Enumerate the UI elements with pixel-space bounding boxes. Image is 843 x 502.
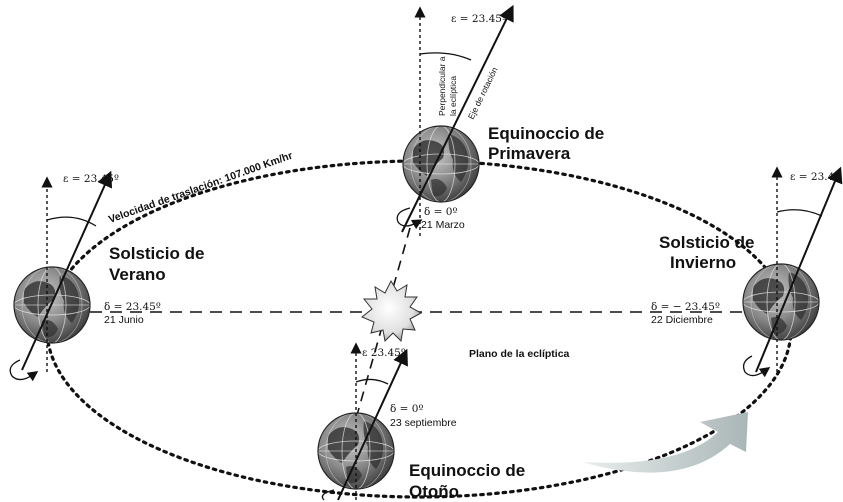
winter-rotation-axis [755, 166, 843, 373]
autumn-date: 23 septiembre [390, 417, 457, 429]
autumn-title-2: Otoño [409, 482, 459, 501]
autumn-epsilon: ε 23.45º [362, 347, 406, 359]
autumn-rotation-axis [337, 348, 408, 501]
spring-rotation-arrow [396, 207, 423, 230]
winter-title-2: Invierno [670, 253, 736, 272]
spring-date: 21 Marzo [421, 219, 465, 231]
autumn-equinox-earth [317, 342, 408, 501]
summer-rotation-arrow [9, 359, 39, 382]
spring-epsilon-arc [419, 52, 472, 61]
summer-delta: δ = 23.45º [104, 301, 161, 313]
summer-rotation-axis [21, 170, 113, 371]
spring-title-2: Primavera [488, 144, 571, 163]
winter-title-1: Solsticio de [659, 233, 754, 252]
summer-title-2: Verano [109, 265, 166, 284]
autumn-rotation-arrow [321, 489, 335, 501]
perpendicular-label-1: Perpendicular a [437, 56, 447, 116]
orbit-ellipse [45, 159, 793, 499]
winter-epsilon: ε = 23.45 [790, 171, 841, 183]
winter-solstice-earth [742, 166, 843, 378]
summer-epsilon: ε = 23.45º [63, 173, 119, 185]
autumn-title-1: Equinoccio de [409, 461, 525, 480]
winter-epsilon-arc [776, 209, 823, 217]
ecliptic-plane-label: Plano de la eclíptica [469, 348, 570, 360]
spring-rotation-axis [401, 4, 514, 233]
spring-title-1: Equinoccio de [488, 124, 604, 143]
winter-rotation-arrow [742, 355, 771, 378]
spring-delta: δ = 0º [424, 206, 457, 218]
spring-equinox-earth [396, 4, 514, 236]
summer-date: 21 Junio [104, 314, 144, 326]
velocity-label: Velocidad de traslación: 107.000 Km/hr [107, 150, 294, 226]
summer-title-1: Solsticio de [109, 244, 204, 263]
winter-delta: δ = − 23.45º [651, 301, 720, 313]
sun-icon [361, 279, 423, 343]
translation-direction-arrow [582, 412, 748, 473]
top-epsilon-label: ε = 23.45º [451, 13, 507, 25]
winter-date: 22 Diciembre [651, 314, 713, 326]
autumn-epsilon-arc [355, 378, 389, 385]
summer-solstice-earth [9, 170, 113, 382]
autumn-delta: δ = 0º [390, 403, 423, 415]
summer-epsilon-arc [46, 216, 97, 227]
perpendicular-label-2: la eclíptica [448, 76, 458, 116]
